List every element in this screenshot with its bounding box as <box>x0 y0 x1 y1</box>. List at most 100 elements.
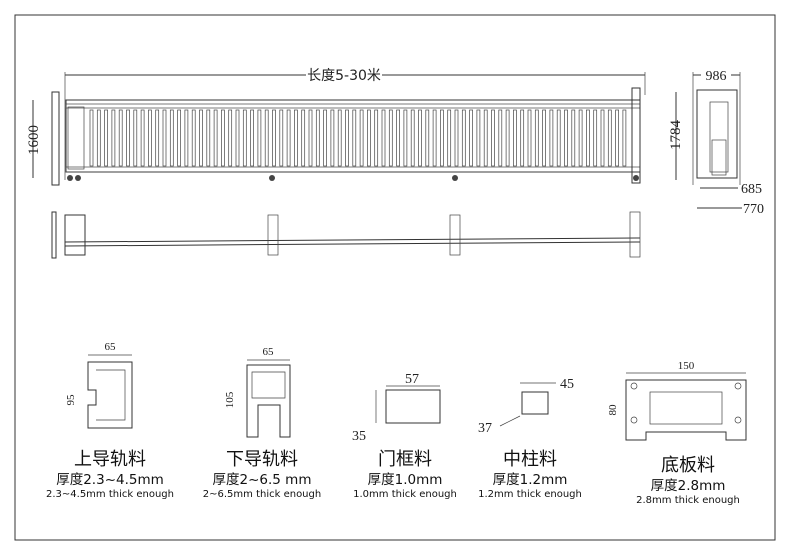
gate-bar <box>250 109 254 167</box>
right-post <box>631 87 641 184</box>
gate-bar <box>615 109 619 167</box>
svg-text:35: 35 <box>352 429 366 444</box>
svg-text:中柱料: 中柱料 <box>503 449 557 470</box>
svg-text:2~6.5mm thick enough: 2~6.5mm thick enough <box>203 489 321 500</box>
gate-bar <box>571 109 576 167</box>
gate-bar <box>396 109 400 167</box>
profile-base-plate: 150 80 <box>607 360 747 441</box>
svg-text:65: 65 <box>105 341 117 353</box>
inner-width-label: 685 <box>741 182 762 197</box>
caption-door-frame: 门框料 厚度1.0mm 1.0mm thick enough <box>353 449 457 500</box>
height-label: 1600 <box>26 125 42 155</box>
gate-bar <box>235 109 240 167</box>
gate-bar <box>155 109 160 167</box>
gate-bar <box>432 109 437 167</box>
gate-bar <box>556 109 561 167</box>
gate-bar <box>600 109 605 167</box>
svg-text:厚度1.2mm: 厚度1.2mm <box>493 472 568 488</box>
gate-bar <box>191 109 196 167</box>
svg-text:1.0mm thick enough: 1.0mm thick enough <box>353 489 457 500</box>
gate-bar <box>454 109 459 167</box>
svg-text:厚度1.0mm: 厚度1.0mm <box>368 472 443 488</box>
svg-text:厚度2~6.5 mm: 厚度2~6.5 mm <box>213 472 312 488</box>
caption-lower-rail: 下导轨料 厚度2~6.5 mm 2~6.5mm thick enough <box>203 449 321 500</box>
gate-bar <box>133 109 138 167</box>
outer-width-label: 770 <box>743 202 764 217</box>
gate-bar <box>337 109 342 167</box>
gate-bar <box>607 109 612 167</box>
gate-bar <box>578 109 583 167</box>
gate-bar <box>564 109 568 167</box>
gate-bar <box>549 109 554 167</box>
svg-text:45: 45 <box>560 377 574 392</box>
gate-bar <box>301 109 306 167</box>
caption-middle-post: 中柱料 厚度1.2mm 1.2mm thick enough <box>478 449 582 500</box>
gate-bar <box>425 109 430 167</box>
svg-text:下导轨料: 下导轨料 <box>226 449 298 470</box>
caption-base-plate: 底板料 厚度2.8mm 2.8mm thick enough <box>636 455 740 506</box>
side-view: 986 1784 685 770 <box>668 67 764 217</box>
gate-bar <box>513 109 517 167</box>
gate-bar <box>294 109 298 167</box>
profile-middle-post: 45 37 <box>478 377 574 436</box>
gate-bar <box>622 109 627 167</box>
gate-bar <box>469 109 473 167</box>
svg-text:厚度2.3~4.5mm: 厚度2.3~4.5mm <box>56 472 164 488</box>
gate-bar <box>345 109 349 167</box>
drawing-frame <box>14 14 776 541</box>
gate-bar <box>111 109 116 167</box>
gate-bar <box>89 109 94 167</box>
gate-bar <box>410 109 415 167</box>
gate-bar <box>140 109 145 167</box>
svg-text:65: 65 <box>263 346 275 358</box>
svg-text:2.8mm thick enough: 2.8mm thick enough <box>636 495 740 506</box>
svg-text:80: 80 <box>607 404 619 416</box>
svg-text:门框料: 门框料 <box>378 449 432 470</box>
gate-bar <box>440 109 444 167</box>
gate-bar <box>96 109 101 167</box>
side-width-label: 986 <box>706 69 727 84</box>
gate-bar <box>257 109 262 167</box>
svg-text:37: 37 <box>478 421 492 436</box>
svg-text:底板料: 底板料 <box>661 455 715 476</box>
gate-bar <box>520 109 525 167</box>
gate-bar <box>148 109 152 167</box>
gate-bar <box>279 109 284 167</box>
gate-bar <box>359 109 364 167</box>
gate-bar <box>228 109 233 167</box>
gate-bar <box>118 109 123 167</box>
gate-bar <box>162 109 167 167</box>
svg-text:1.2mm thick enough: 1.2mm thick enough <box>478 489 582 500</box>
gate-bar <box>126 109 130 167</box>
gate-bar <box>498 109 503 167</box>
gate-bar <box>330 109 335 167</box>
gate-bar <box>483 109 488 167</box>
profile-lower-rail: 65 105 <box>224 346 291 438</box>
gate-bar <box>527 109 532 167</box>
gate-bar <box>206 109 211 167</box>
gate-bar <box>505 109 510 167</box>
gate-bar <box>264 109 269 167</box>
gate-bar <box>308 109 313 167</box>
svg-text:150: 150 <box>678 360 695 372</box>
gate-bar <box>418 109 422 167</box>
gate-bar <box>242 109 247 167</box>
gate-bar <box>542 109 546 167</box>
side-height-label: 1784 <box>668 120 684 151</box>
gate-bar <box>374 109 379 167</box>
gate-bar <box>403 109 408 167</box>
gate-bar <box>491 109 495 167</box>
svg-text:105: 105 <box>224 391 236 408</box>
plan-view <box>51 211 641 259</box>
profile-door-frame: 57 35 <box>352 372 441 444</box>
gate-bar <box>104 109 108 167</box>
gate-bar <box>476 109 481 167</box>
gate-bar <box>388 109 393 167</box>
svg-text:95: 95 <box>65 394 77 406</box>
gate-bar <box>461 109 466 167</box>
gate-bar <box>221 109 225 167</box>
gate-bar <box>323 109 327 167</box>
svg-text:上导轨料: 上导轨料 <box>74 449 146 470</box>
gate-bar <box>315 109 320 167</box>
